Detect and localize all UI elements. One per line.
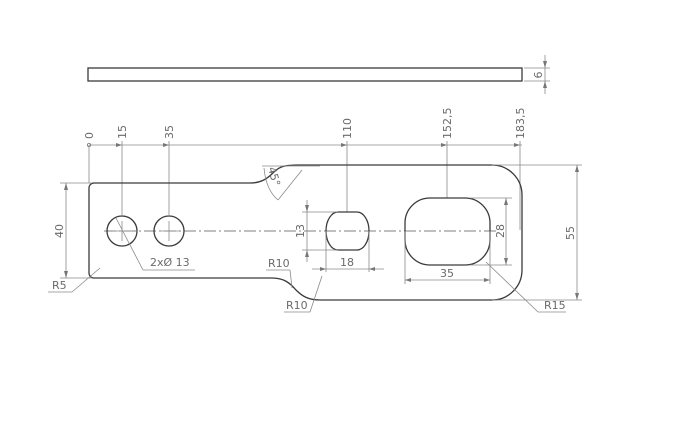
- chamfer-angle: 45°: [262, 165, 320, 201]
- pocket: 28 35: [404, 197, 512, 284]
- radius-r10-bottom-label: R10: [286, 299, 308, 312]
- ordinate-183-5: 183,5: [514, 108, 527, 140]
- thickness-label: 6: [532, 72, 545, 79]
- slot-width-label: 18: [340, 256, 354, 269]
- radius-r15-label: R15: [544, 299, 566, 312]
- pocket-width-label: 35: [440, 267, 454, 280]
- slot-height-label: 13: [294, 224, 307, 238]
- slot: 13 18: [294, 200, 384, 272]
- ordinate-dimensions: 0 15 35 110 152,5 183,5: [83, 108, 527, 230]
- ordinate-152-5: 152,5: [441, 108, 454, 140]
- ordinate-0: 0: [83, 132, 96, 139]
- height-dimensions: 40 55: [53, 164, 582, 301]
- ordinate-15: 15: [116, 125, 129, 139]
- holes-label: 2xØ 13: [150, 256, 190, 269]
- angle-label: 45°: [265, 165, 283, 187]
- radius-callouts: R5 R10 R10 R15: [48, 257, 566, 313]
- overall-height-label: 55: [564, 226, 577, 240]
- ordinate-35: 35: [163, 125, 176, 139]
- left-height-label: 40: [53, 224, 66, 238]
- side-view: 6: [87, 55, 550, 94]
- radius-r5-label: R5: [52, 279, 67, 292]
- part-outline: [88, 164, 523, 301]
- pocket-height-label: 28: [494, 224, 507, 238]
- holes: 2xØ 13: [106, 215, 195, 271]
- radius-r10-top-label: R10: [268, 257, 290, 270]
- ordinate-110: 110: [341, 118, 354, 139]
- side-view-outline: [87, 67, 523, 82]
